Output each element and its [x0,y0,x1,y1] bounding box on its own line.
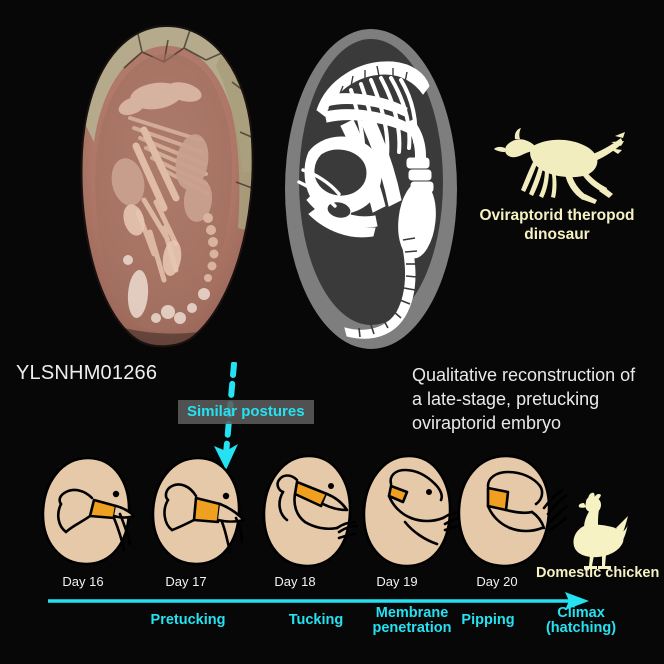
dinosaur-label-line1: Oviraptorid theropod [479,207,635,224]
caption-line1: Qualitative reconstruction of [412,365,636,385]
chicken-label: Domestic chicken [536,565,660,581]
stage-1-line1: Tucking [288,612,344,628]
caption-line3: oviraptorid embryo [412,413,562,433]
stage-2-line2: penetration [372,620,452,636]
stage-0-line1: Pretucking [150,612,226,628]
chicken-embryo-day20 [450,452,568,570]
chicken-silhouette-icon [566,490,628,570]
dinosaur-label: Oviraptorid theropod dinosaur [452,206,662,244]
day-label-4: Day 20 [476,574,518,589]
embryo-skeleton-diagram [281,24,461,354]
stage-label-tucking: Tucking [258,613,374,628]
stage-2-line1: Membrane [375,605,449,621]
reconstruction-caption: Qualitative reconstruction of a late-sta… [412,363,656,435]
stage-4-line1: Climax [557,605,605,621]
day-label-3: Day 19 [376,574,418,589]
stage-3-line1: Pipping [461,612,515,628]
caption-line2: a late-stage, pretucking [412,389,600,409]
chicken-embryo-day19 [355,452,473,570]
day-label-0: Day 16 [62,574,104,589]
chicken-embryo-day17 [140,452,258,570]
dinosaur-label-line2: dinosaur [524,226,590,243]
fossil-egg-photo [72,22,262,352]
day-label-2: Day 18 [274,574,316,589]
day-label-1: Day 17 [165,574,207,589]
timeline-arrow-icon [46,590,591,612]
chicken-embryo-day16 [30,452,148,570]
stage-label-pipping: Pipping [440,613,536,628]
stage-label-climax: Climax (hatching) [524,606,638,636]
chicken-embryo-day18 [253,452,371,570]
stage-label-pretucking: Pretucking [118,613,258,628]
stage-4-line2: (hatching) [545,620,617,636]
stage-label-membrane-penetration: Membrane penetration [352,606,472,636]
similar-postures-badge: Similar postures [178,400,314,424]
oviraptorid-silhouette-icon [485,112,625,204]
specimen-label: YLSNHM01266 [16,362,158,384]
